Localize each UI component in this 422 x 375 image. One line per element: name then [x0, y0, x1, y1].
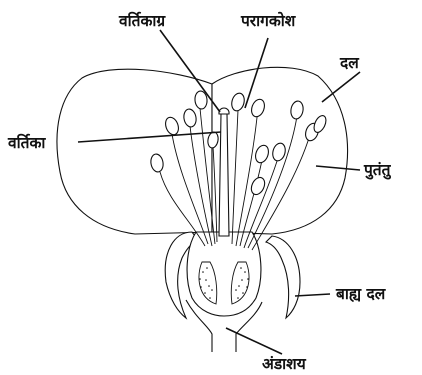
label-petal: दल — [339, 54, 360, 72]
petal-left — [57, 69, 212, 234]
label-anther: परागकोश — [240, 11, 297, 30]
label-filament: पुतंतु — [363, 161, 392, 180]
sepal-right — [266, 236, 300, 318]
stigma-tip — [219, 108, 229, 114]
label-sepal: बाह्य दल — [335, 285, 387, 303]
leader-sepal — [295, 294, 330, 296]
pistil — [219, 108, 229, 236]
label-ovary: अंडाशय — [262, 355, 307, 373]
leader-ovary — [226, 328, 282, 354]
label-stigma: वर्तिकाग्र — [118, 11, 166, 30]
label-style: वर्तिका — [7, 133, 46, 152]
